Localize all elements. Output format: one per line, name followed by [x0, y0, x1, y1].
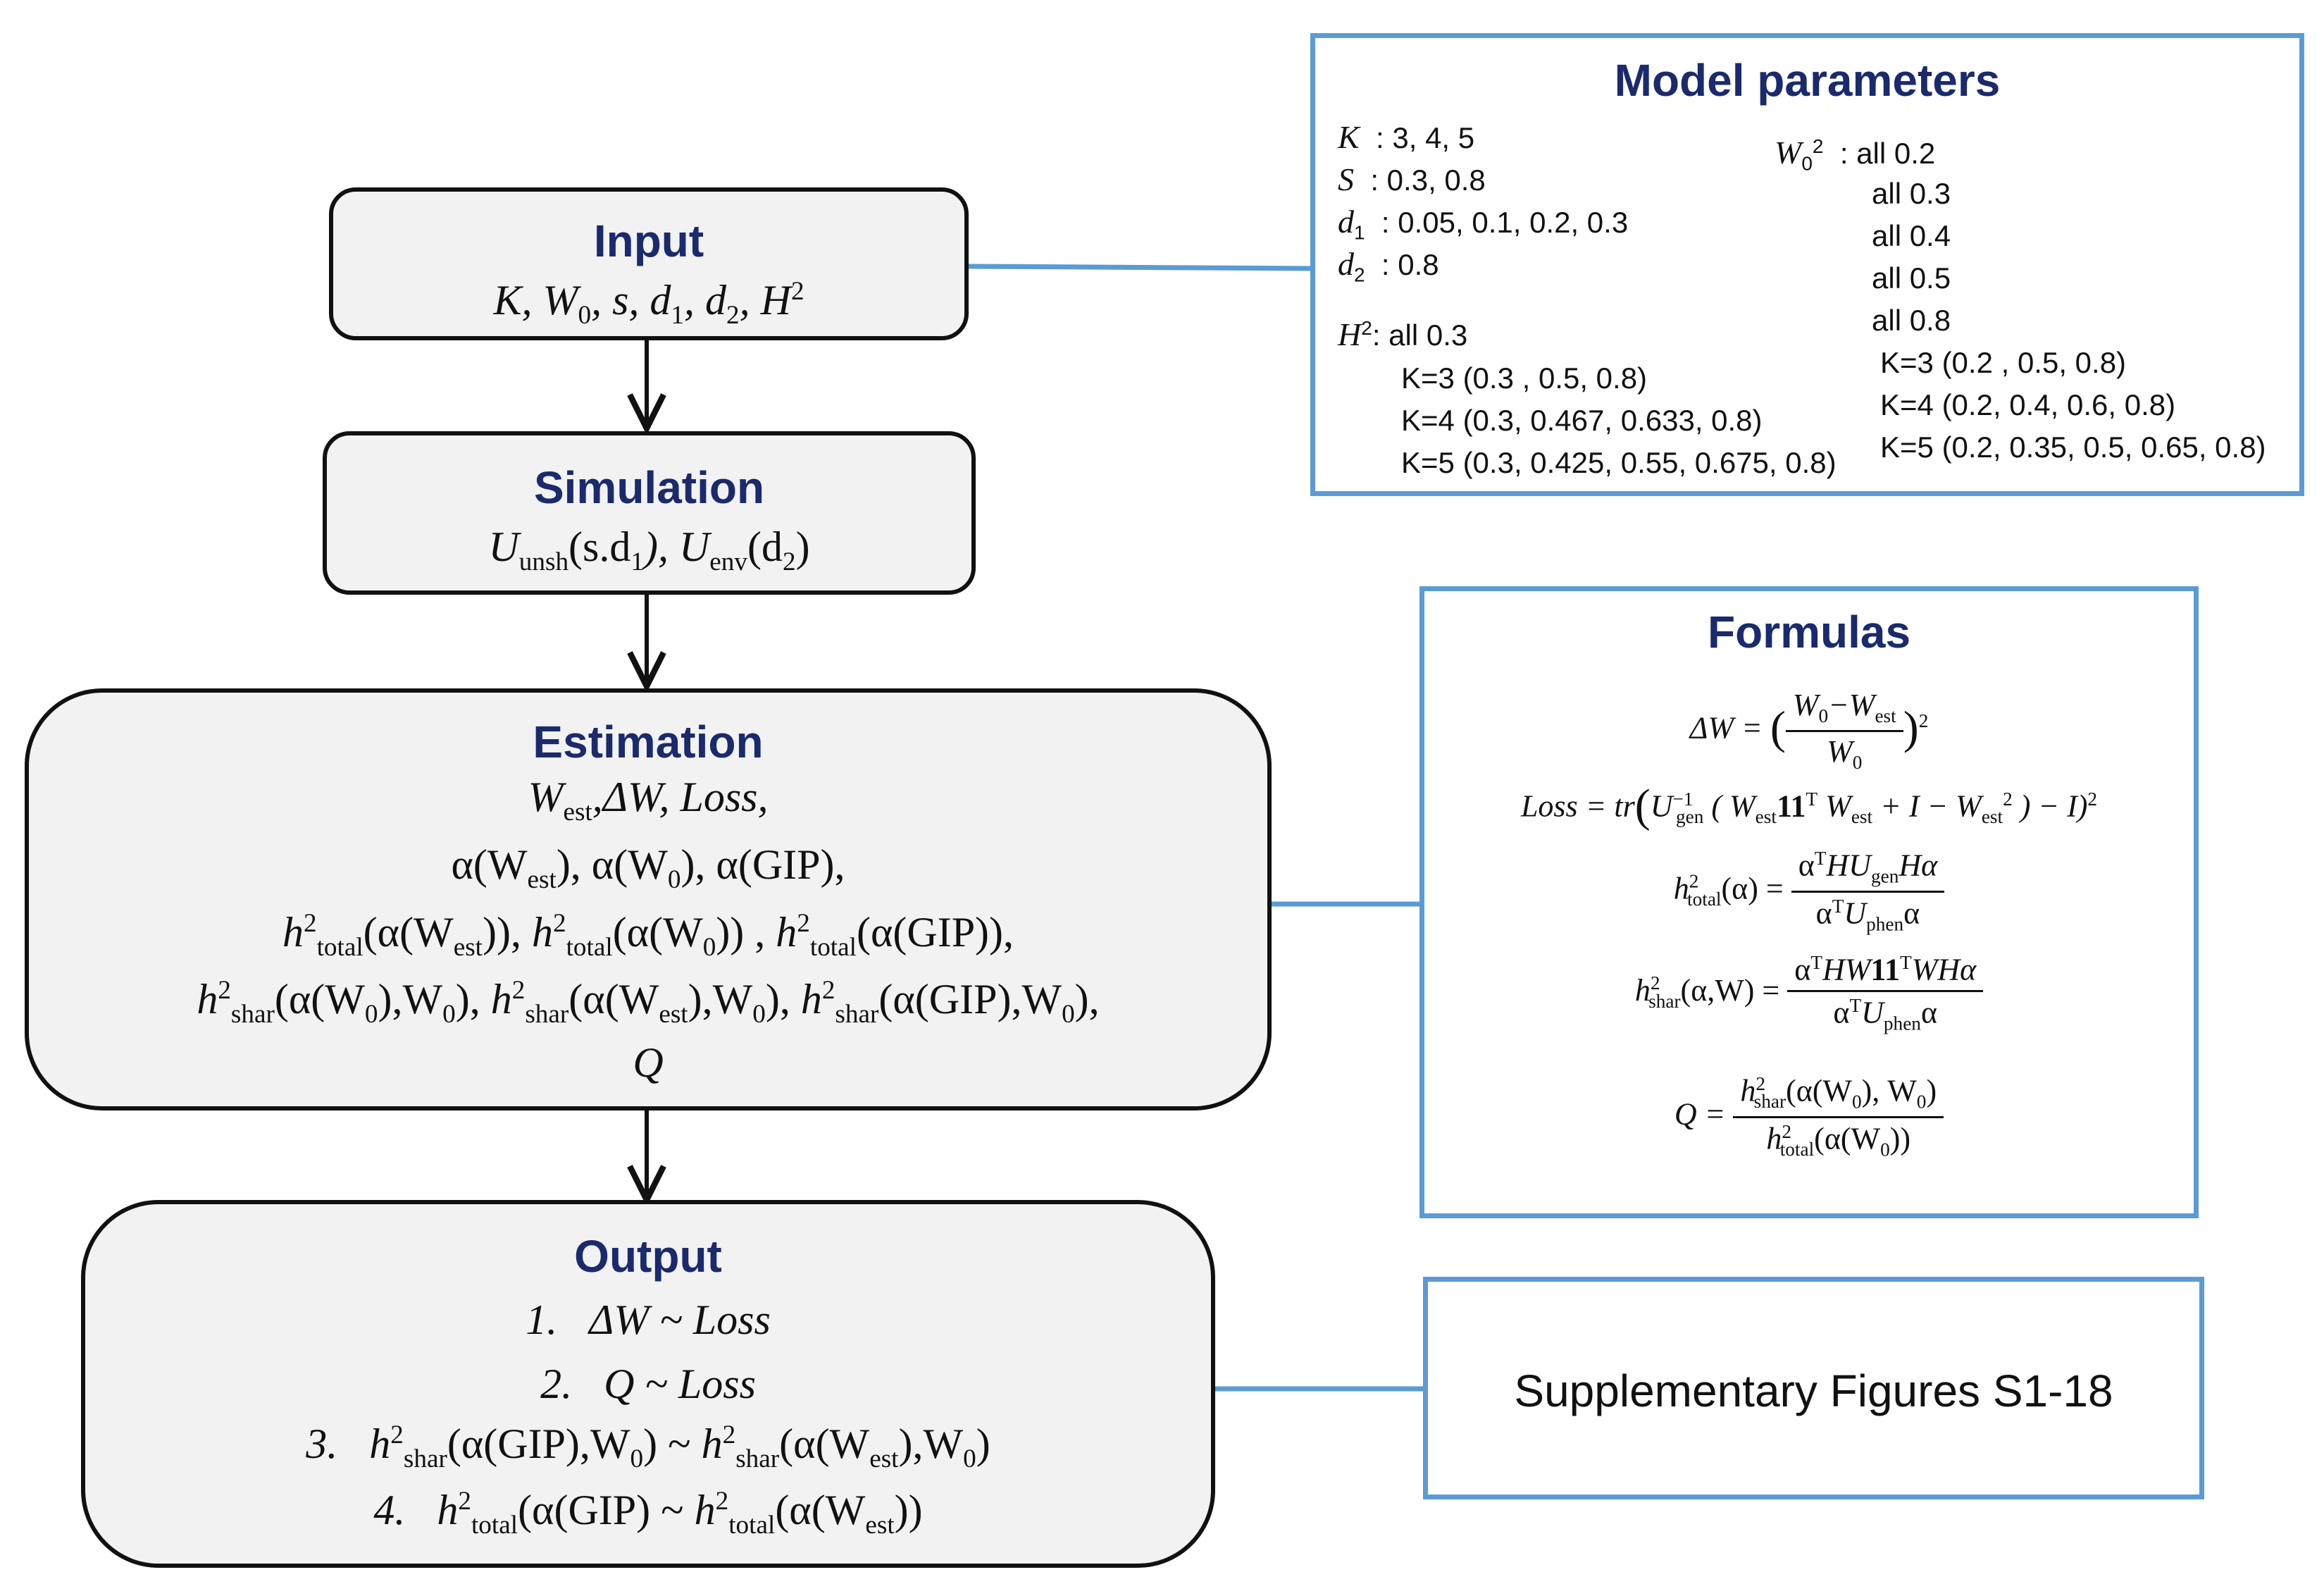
- input-title: Input: [593, 216, 704, 266]
- input-box: Input K, W0, s, d1, d2, H2: [329, 187, 969, 340]
- output-item-2: 2. Q ~ Loss: [540, 1361, 756, 1407]
- output-item-3: 3. h2shar(α(GIP),W0) ~ h2shar(α(West),W0…: [306, 1421, 990, 1473]
- connector-input-model-parameters: [968, 264, 1311, 271]
- estimation-line-2: α(West), α(W0), α(GIP),: [451, 841, 845, 894]
- output-box: Output 1. ΔW ~ Loss 2. Q ~ Loss 3. h2sha…: [81, 1200, 1215, 1568]
- param-w0-all-03: all 0.3: [1872, 177, 1951, 210]
- estimation-title: Estimation: [533, 717, 764, 767]
- simulation-title: Simulation: [533, 462, 765, 513]
- model-parameters-title: Model parameters: [1614, 55, 2001, 106]
- param-w0: W02 : all 0.2: [1775, 135, 1936, 175]
- output-title: Output: [574, 1231, 722, 1282]
- param-w0-all-04: all 0.4: [1872, 219, 1951, 252]
- estimation-line-1: West,ΔW, Loss,: [528, 774, 769, 827]
- param-w0-k3: K=3 (0.2 , 0.5, 0.8): [1880, 346, 2127, 379]
- param-w0-all-08: all 0.8: [1872, 304, 1951, 337]
- param-h2-k5: K=5 (0.3, 0.425, 0.55, 0.675, 0.8): [1401, 446, 1837, 479]
- supplementary-label: Supplementary Figures S1-18: [1514, 1366, 2113, 1416]
- param-h2: H2: all 0.3: [1338, 316, 1468, 352]
- param-k: K : 3, 4, 5: [1338, 119, 1475, 155]
- supplementary-panel: Supplementary Figures S1-18: [1423, 1277, 2204, 1499]
- param-d1: d1 : 0.05, 0.1, 0.2, 0.3: [1338, 204, 1629, 244]
- estimation-line-3: h2total(α(West)), h2total(α(W0)) , h2tot…: [282, 908, 1014, 962]
- param-d2: d2 : 0.8: [1338, 246, 1439, 286]
- param-h2-k3: K=3 (0.3 , 0.5, 0.8): [1401, 361, 1648, 395]
- output-item-4: 4. h2total(α(GIP) ~ h2total(α(West)): [373, 1486, 923, 1540]
- param-s: S : 0.3, 0.8: [1338, 161, 1486, 197]
- param-w0-all-05: all 0.5: [1872, 261, 1951, 295]
- formula-loss: Loss = tr(U−1gen ( West11T West + I − We…: [1520, 780, 2098, 831]
- estimation-box: Estimation West,ΔW, Loss, α(West), α(W0)…: [25, 688, 1272, 1110]
- param-w0-k4: K=4 (0.2, 0.4, 0.6, 0.8): [1880, 388, 2176, 421]
- model-parameters-panel: Model parameters K : 3, 4, 5 S : 0.3, 0.…: [1310, 33, 2304, 496]
- simulation-variables: Uunsh(s.d1), Uenv(d2): [488, 524, 810, 576]
- output-item-1: 1. ΔW ~ Loss: [526, 1297, 771, 1343]
- formula-q: Q = h2shar(α(W0), W0)h2total(α(W0)): [1424, 1074, 2194, 1159]
- estimation-line-4: h2shar(α(W0),W0), h2shar(α(West),W0), h2…: [197, 976, 1100, 1029]
- input-variables: K, W0, s, d1, d2, H2: [493, 277, 804, 330]
- simulation-box: Simulation Uunsh(s.d1), Uenv(d2): [323, 431, 976, 595]
- estimation-line-5: Q: [633, 1039, 664, 1087]
- param-w0-k5: K=5 (0.2, 0.35, 0.5, 0.65, 0.8): [1880, 431, 2266, 464]
- formulas-title: Formulas: [1707, 607, 1911, 657]
- param-h2-k4: K=4 (0.3, 0.467, 0.633, 0.8): [1401, 404, 1763, 437]
